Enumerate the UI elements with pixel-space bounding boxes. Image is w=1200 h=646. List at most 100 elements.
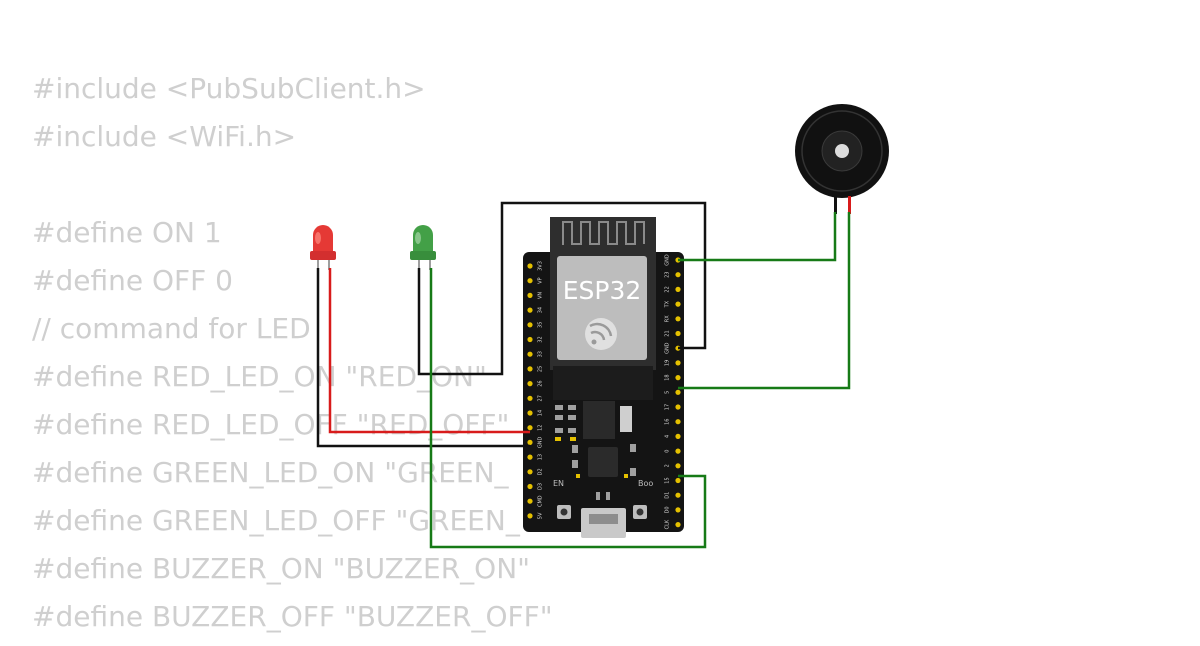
pin-label: 3V3 xyxy=(538,261,544,271)
en-label: EN xyxy=(553,479,564,488)
pin-label: 32 xyxy=(538,336,544,342)
pin-label: 12 xyxy=(538,425,544,431)
pin-pad[interactable] xyxy=(675,419,681,425)
pin-label: 25 xyxy=(538,366,544,372)
pin-pad[interactable] xyxy=(527,336,533,343)
pin-label: VP xyxy=(538,277,544,283)
antenna-trace xyxy=(562,221,645,245)
pin-label: 5V xyxy=(538,512,544,519)
pin-pad[interactable] xyxy=(527,513,533,519)
module-shield xyxy=(557,256,647,360)
code-line: #define RED_LED_ON "RED_ON" xyxy=(32,360,487,393)
circuit-diagram: ESP32 xyxy=(310,104,889,549)
pin-pad[interactable] xyxy=(527,410,533,416)
red-led[interactable] xyxy=(310,225,336,270)
code-listing: #include <PubSubClient.h> #include <WiFi.… xyxy=(32,70,553,646)
pin-pad[interactable] xyxy=(675,375,681,381)
pin-pad[interactable] xyxy=(527,366,533,372)
pin-pad[interactable] xyxy=(527,351,533,357)
pin-pad[interactable] xyxy=(527,425,533,431)
wire-green-led-gnd xyxy=(417,201,707,376)
pin-label: 14 xyxy=(538,410,544,416)
pin-label: D2 xyxy=(538,468,544,475)
code-line: #include <PubSubClient.h> xyxy=(32,72,426,105)
green-led[interactable] xyxy=(410,225,436,270)
espressif-logo-icon xyxy=(585,318,617,350)
pin-pad[interactable] xyxy=(527,381,533,387)
pin-pad[interactable] xyxy=(675,448,681,454)
code-line: #include <WiFi.h> xyxy=(32,120,297,153)
pin-pad[interactable] xyxy=(527,395,533,401)
wire-buzzer-gnd xyxy=(678,212,837,262)
pin-pad[interactable] xyxy=(527,483,533,490)
pin-label: RX xyxy=(665,315,671,322)
pin-label: 0 xyxy=(665,450,671,453)
pin-pad[interactable] xyxy=(675,286,681,292)
pin-pad[interactable] xyxy=(675,330,681,337)
esp32-board[interactable]: ESP32 xyxy=(523,217,684,538)
pin-label: 4 xyxy=(665,435,671,438)
pin-pad[interactable] xyxy=(675,463,681,469)
pin-pad[interactable] xyxy=(675,316,681,322)
wire-red-led-gnd xyxy=(316,268,530,448)
pin-pad[interactable] xyxy=(527,498,533,504)
pin-label: 33 xyxy=(538,351,544,357)
pin-label: 2 xyxy=(665,464,671,467)
pin-label: 17 xyxy=(665,404,671,410)
code-line: #define RED_LED_OFF "RED_OFF" xyxy=(32,408,510,441)
regulator xyxy=(583,401,615,439)
pin-pad[interactable] xyxy=(527,292,533,298)
pin-pad[interactable] xyxy=(675,522,681,528)
pin-pad[interactable] xyxy=(527,439,533,445)
pin-pad[interactable] xyxy=(675,360,681,366)
pin-pad[interactable] xyxy=(527,278,533,284)
pin-label: 23 xyxy=(665,272,671,278)
pin-pad[interactable] xyxy=(527,263,533,269)
pin-pad[interactable] xyxy=(675,492,681,498)
pin-pad[interactable] xyxy=(527,307,533,313)
wire-buzzer-signal xyxy=(678,212,851,390)
pin-pad[interactable] xyxy=(675,301,681,307)
pin-label: D0 xyxy=(665,506,671,513)
code-line: #define BUZZER_ON "BUZZER_ON" xyxy=(32,552,531,585)
pin-pad[interactable] xyxy=(675,433,681,439)
pin-pad[interactable] xyxy=(675,272,681,278)
pin-label: 27 xyxy=(538,395,544,401)
pin-pad[interactable] xyxy=(675,507,681,513)
pin-pad[interactable] xyxy=(527,322,533,328)
wire-red-led-anode xyxy=(328,268,530,434)
pin-label: 16 xyxy=(665,419,671,425)
pin-pad[interactable] xyxy=(527,454,533,460)
pin-label: VN xyxy=(538,292,544,299)
pin-label: 26 xyxy=(538,380,544,386)
pin-label: 5 xyxy=(665,391,671,394)
usb-chip xyxy=(588,447,618,477)
pin-pad[interactable] xyxy=(527,469,533,475)
boot-label: Boo xyxy=(638,479,653,488)
pin-label: 13 xyxy=(538,454,544,460)
pin-label: GND xyxy=(665,342,671,354)
code-line: #define OFF 0 xyxy=(32,264,233,297)
pin-label: 22 xyxy=(665,286,671,292)
pin-label: GND xyxy=(665,254,671,266)
wire-green-led-anode xyxy=(429,268,707,549)
code-line: #define BUZZER_OFF "BUZZER_OFF" xyxy=(32,600,553,633)
pin-label: CLK xyxy=(665,519,671,529)
pin-label: 21 xyxy=(665,330,671,336)
code-line: #define ON 1 xyxy=(32,216,222,249)
pin-pad[interactable] xyxy=(675,404,681,410)
pin-label: TX xyxy=(665,300,671,308)
code-line: #define GREEN_LED_OFF "GREEN_ xyxy=(32,504,520,537)
pin-label: 34 xyxy=(538,307,544,313)
pin-pad[interactable] xyxy=(675,477,681,484)
pin-label: D1 xyxy=(665,492,671,499)
pin-label: 19 xyxy=(665,360,671,366)
pin-pad[interactable] xyxy=(675,389,681,395)
buzzer[interactable] xyxy=(795,104,889,214)
pin-label: 35 xyxy=(538,322,544,328)
pin-label: GND xyxy=(538,437,544,449)
pin-label: D3 xyxy=(538,483,544,490)
code-line: #define GREEN_LED_ON "GREEN_ xyxy=(32,456,509,489)
pin-label: 18 xyxy=(665,374,671,380)
